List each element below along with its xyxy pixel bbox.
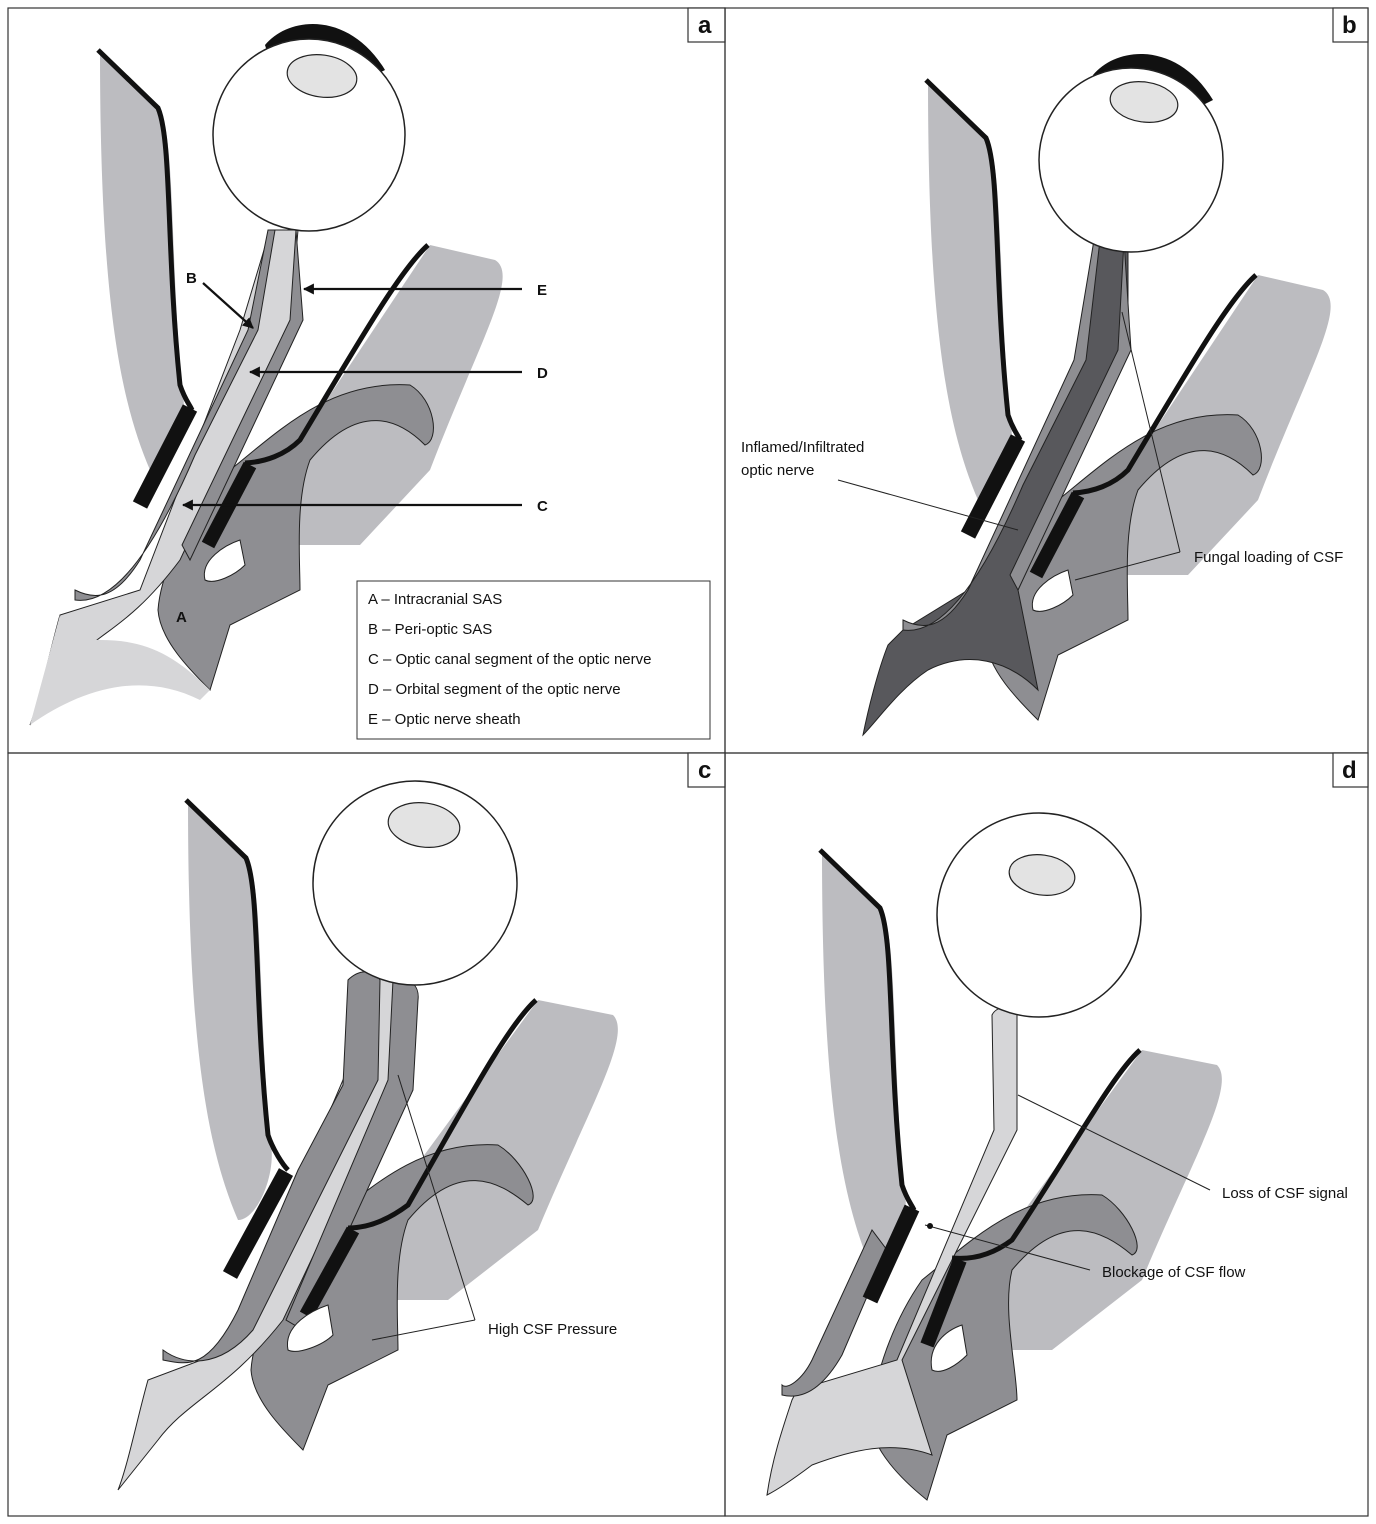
panel-tag-d: d bbox=[1342, 757, 1357, 784]
panel-a: B E D C A A – Intracranial SAS B – Peri-… bbox=[8, 8, 725, 753]
legend-box: A – Intracranial SAS B – Peri-optic SAS … bbox=[357, 581, 710, 739]
legend-item-e: E – Optic nerve sheath bbox=[368, 711, 521, 728]
label-high-pressure: High CSF Pressure bbox=[488, 1321, 617, 1338]
eyeball bbox=[937, 813, 1141, 1017]
anatomy-d bbox=[767, 813, 1222, 1500]
label-inflamed-1: Inflamed/Infiltrated bbox=[741, 439, 864, 456]
label-inflamed-2: optic nerve bbox=[741, 462, 814, 479]
panel-tag-c: c bbox=[698, 757, 711, 784]
panel-c: High CSF Pressure c bbox=[8, 753, 725, 1516]
label-fungal: Fungal loading of CSF bbox=[1194, 549, 1343, 566]
anatomy-c bbox=[118, 781, 618, 1490]
arrow-b bbox=[203, 283, 253, 328]
legend-item-a: A – Intracranial SAS bbox=[368, 591, 502, 608]
eyeball-globe bbox=[937, 813, 1141, 1017]
legend-item-c: C – Optic canal segment of the optic ner… bbox=[368, 651, 651, 668]
pointer-label-c: C bbox=[537, 498, 548, 515]
blockage-marker bbox=[927, 1223, 933, 1229]
legend-item-d: D – Orbital segment of the optic nerve bbox=[368, 681, 621, 698]
anatomy-b bbox=[863, 54, 1331, 735]
legend-item-b: B – Peri-optic SAS bbox=[368, 621, 492, 638]
eyeball bbox=[213, 24, 405, 231]
panel-b: Inflamed/Infiltrated optic nerve Fungal … bbox=[725, 8, 1368, 753]
pointer-label-b: B bbox=[186, 270, 197, 287]
pointer-label-a: A bbox=[176, 609, 187, 626]
label-loss-signal: Loss of CSF signal bbox=[1222, 1185, 1348, 1202]
label-blockage: Blockage of CSF flow bbox=[1102, 1264, 1246, 1281]
pointer-label-e: E bbox=[537, 282, 547, 299]
panel-d: Loss of CSF signal Blockage of CSF flow … bbox=[725, 753, 1368, 1516]
panel-tag-a: a bbox=[698, 12, 712, 39]
panel-tag-b: b bbox=[1342, 12, 1357, 39]
eyeball bbox=[1039, 54, 1223, 252]
eyeball bbox=[313, 781, 517, 985]
pointer-label-d: D bbox=[537, 365, 548, 382]
